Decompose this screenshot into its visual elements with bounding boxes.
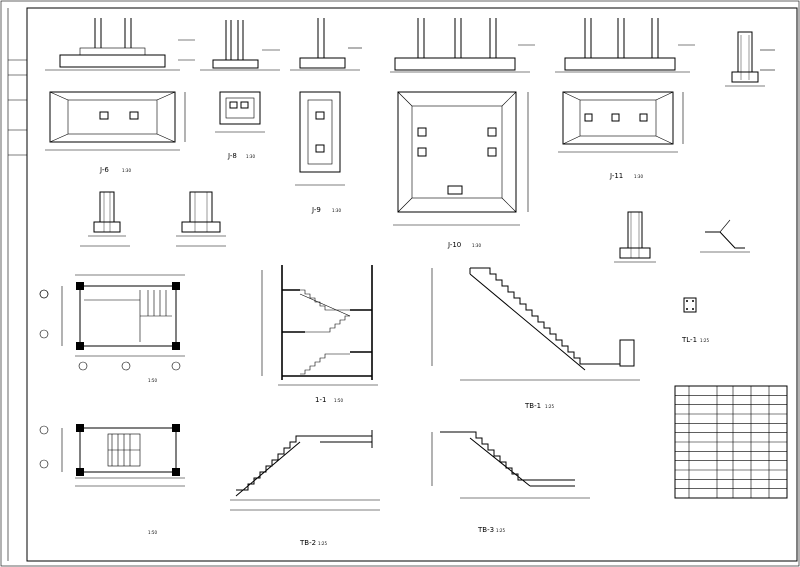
scale-plan-lower: 1:50 [148,530,157,535]
scale-tb1: 1:25 [545,404,554,409]
stair-section-tb3: TB-3 1:25 [431,431,590,534]
footing-elevation-1 [45,18,195,71]
title-tl1: TL-1 [681,336,697,344]
table-grid [675,386,787,498]
title-j10: J-10 [447,241,461,249]
grid-axis-markers [39,289,49,299]
foundation-plan-j6: J-6 1:30 [45,91,186,174]
scale-plan-upper: 1:50 [148,378,157,383]
title-tb2: TB-2 [299,539,316,547]
binding-strip [7,8,27,561]
footing-elevation-3 [290,18,362,71]
beam-section-tl1: TL-1 1:25 [681,297,709,344]
scale-1-1: 1:50 [334,398,343,403]
scale-j10: 1:30 [472,243,481,248]
footing-elevation-5 [555,18,695,73]
scale-tb3: 1:25 [496,528,505,533]
scale-tb2: 1:25 [318,541,327,546]
stair-section-1-1: 1-1 1:50 [261,265,378,404]
scale-j11: 1:30 [634,174,643,179]
column-detail-b [176,191,226,247]
foundation-plan-j10: J-10 1:30 [393,91,529,249]
title-j6: J-6 [99,166,109,174]
rebar-schedule-table [674,385,788,499]
title-1-1: 1-1 [315,396,326,404]
foundation-plan-j11: J-11 1:30 [558,91,684,180]
title-j8: J-8 [227,152,237,160]
title-j9: J-9 [311,206,321,214]
stair-section-tb2: TB-2 1:25 [230,430,380,547]
scale-tl1: 1:25 [700,338,709,343]
column-section-top-right [725,31,775,87]
title-tb1: TB-1 [524,402,541,410]
column-detail-c [614,211,656,263]
title-j11: J-11 [609,172,623,180]
scale-j8: 1:30 [246,154,255,159]
foundation-plan-j8: J-8 1:30 [215,91,265,160]
stair-plan-upper: 1:50 [39,274,185,383]
sheet-inner-border [26,7,798,562]
scale-j6: 1:30 [122,168,131,173]
footing-elevation-4 [390,18,535,73]
footing-elevation-2 [200,20,280,71]
column-detail-a [80,191,130,247]
stair-section-tb1: TB-1 1:25 [431,267,640,410]
scale-j9: 1:30 [332,208,341,213]
stair-plan-lower: 1:50 [39,424,185,535]
foundation-plan-j9: J-9 1:30 [295,91,345,214]
title-tb3: TB-3 [477,526,494,534]
wall-footing-detail [700,219,750,253]
